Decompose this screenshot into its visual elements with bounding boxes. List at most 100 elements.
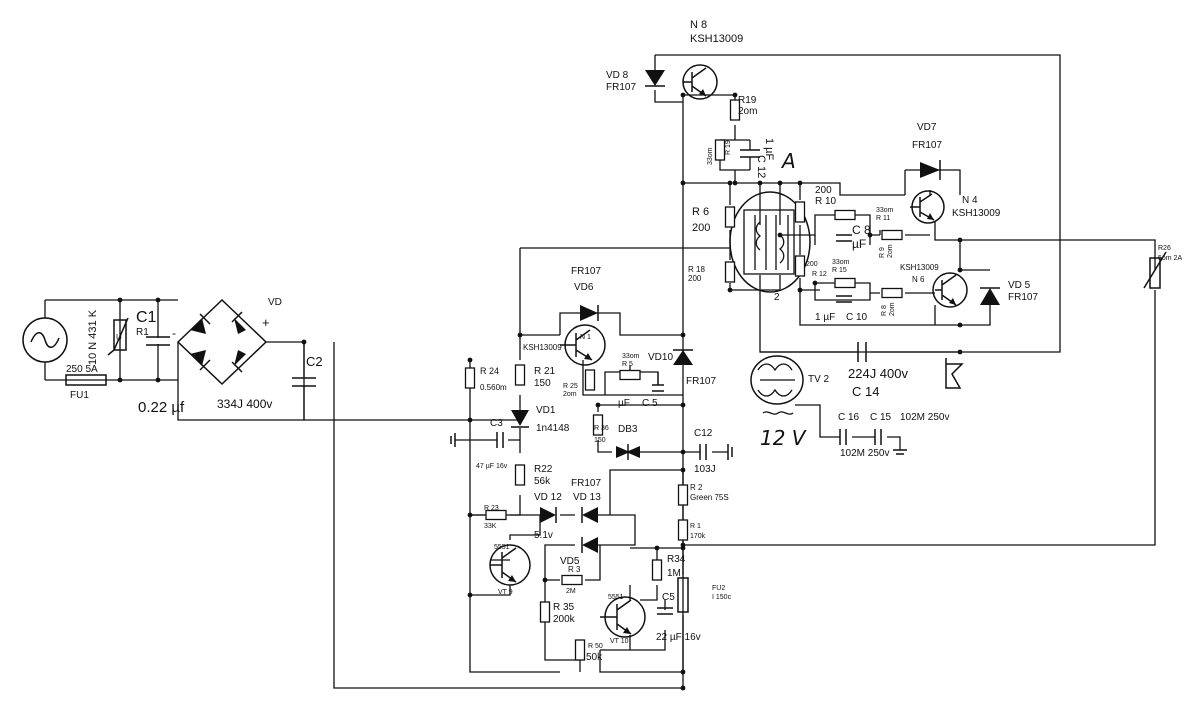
label-n1: N 1	[580, 334, 591, 341]
bridge-rectifier-symbol	[176, 298, 268, 386]
resistor-r1b-symbol	[677, 519, 689, 541]
capacitor-c1-symbol	[146, 336, 170, 346]
label-r34: R34	[667, 554, 686, 565]
transistor-n8-symbol	[682, 64, 718, 100]
label-r34-value: 1M	[667, 568, 681, 579]
diode-vd10-symbol	[673, 349, 693, 365]
label-r12-value: 200	[806, 261, 818, 268]
label-r15-value: 33om	[832, 259, 850, 266]
label-c10-value: 1 µF	[815, 312, 835, 323]
label-vd6: VD6	[574, 282, 594, 293]
transformer-core-symbol	[729, 191, 811, 293]
label-c12v: 1 µF	[763, 138, 775, 161]
label-r21-value: 150	[534, 378, 551, 389]
label-c16: C 16	[838, 412, 860, 423]
label-vd12: VD 12	[534, 492, 562, 503]
resistor-r11-symbol	[834, 209, 856, 221]
label-r1: R1	[136, 327, 149, 338]
resistor-r15-symbol	[834, 277, 856, 289]
label-r18-value: 200	[688, 274, 702, 283]
capacitor-c5-top-symbol	[652, 384, 664, 392]
diode-vd8-symbol	[645, 70, 665, 87]
transformer-tv2-symbol	[750, 355, 804, 415]
resistor-r24-symbol	[464, 367, 476, 389]
label-vd1: VD1	[536, 405, 556, 416]
resistor-r34-symbol	[651, 559, 663, 581]
label-r36: R 36	[594, 425, 609, 432]
label-fr-vd5-right: FR107	[1008, 292, 1038, 303]
resistor-r9-symbol	[881, 229, 903, 241]
label-r19: R19	[738, 95, 757, 106]
diac-db3-symbol	[616, 444, 640, 460]
label-r19b: R 19	[725, 140, 732, 155]
label-r3-value: 2M	[566, 588, 576, 595]
label-r19b-value: 33om	[707, 147, 714, 165]
transistor-vt9-symbol	[489, 544, 531, 586]
label-c8-value: µF	[852, 237, 866, 251]
label-r1b: R 1	[690, 523, 701, 530]
label-tick-2: 2	[774, 292, 780, 303]
label-c10: C 10	[846, 312, 868, 323]
label-r18: R 18	[688, 265, 705, 274]
label-r22-value: 56k	[534, 476, 551, 487]
capacitor-c2-symbol	[292, 360, 316, 420]
transistor-n6-symbol	[932, 272, 968, 308]
label-r8-value: 2om	[889, 302, 896, 316]
label-r26-value: 5om 2A	[1158, 255, 1182, 262]
label-vd8: VD 8	[606, 70, 629, 81]
resistor-r2-symbol	[677, 484, 689, 506]
label-c16-value: 102M 250v	[840, 448, 889, 459]
resistor-r21-symbol	[514, 364, 526, 386]
label-zener-voltage: 5.1v	[534, 530, 553, 541]
label-r25: R 25	[563, 383, 578, 390]
capacitor-c14-symbol	[857, 342, 867, 362]
fuse-fu2-symbol	[677, 577, 689, 613]
label-vd10: VD10	[648, 352, 673, 363]
label-varistor: 10 N 431 K	[87, 309, 99, 365]
resistor-r19b-symbol	[714, 139, 726, 161]
label-r23-value: 33K	[484, 523, 497, 530]
transistor-n1-symbol	[560, 324, 606, 366]
label-db3: DB3	[618, 424, 638, 435]
label-r50-value: 50k	[586, 652, 603, 663]
label-r24-value: 0.560m	[480, 383, 507, 392]
label-r12: R 12	[812, 271, 827, 278]
label-r36-value: 150	[594, 437, 606, 444]
ground-symbol-c12	[727, 444, 733, 460]
varistor-symbol	[107, 317, 129, 356]
label-tv2: TV 2	[808, 374, 830, 385]
label-r2: R 2	[690, 483, 703, 492]
label-r35: R 35	[553, 602, 575, 613]
label-n6: N 6	[912, 275, 925, 284]
label-vd: VD	[268, 297, 282, 308]
label-vt10: VT 10	[610, 638, 629, 645]
label-r19-value: 2om	[738, 106, 757, 117]
label-c3-value: 47 µF 16v	[476, 463, 508, 470]
label-c15: C 15	[870, 412, 892, 423]
label-ksh-n6: KSH13009	[900, 263, 939, 272]
label-r2-value: Green 75S	[690, 493, 729, 502]
label-fr-vd6: FR107	[571, 266, 601, 277]
resistor-r5-symbol	[619, 369, 641, 381]
label-vt10-code: 5551	[608, 594, 624, 601]
label-c2-value: 334J 400v	[217, 397, 272, 411]
label-c14: C 14	[852, 384, 879, 399]
resistor-r3-symbol	[561, 574, 583, 586]
label-fu2: FU2	[712, 585, 725, 592]
zener-vd12-symbol	[540, 507, 557, 523]
label-r11-value: 33om	[876, 207, 894, 214]
label-fuse: 250 5A	[66, 364, 98, 375]
label-c3: C3	[490, 418, 503, 429]
label-r15: R 15	[832, 267, 847, 274]
label-c5-top-value: µF	[618, 398, 630, 409]
diode-vd5-small-symbol	[581, 537, 598, 553]
label-fr-vd8: FR107	[606, 82, 636, 93]
label-r21: R 21	[534, 366, 556, 377]
capacitor-c12-symbol	[740, 140, 760, 170]
label-vd7: VD7	[917, 122, 937, 133]
label-vd5-small: VD5	[560, 556, 580, 567]
label-r35-value: 200k	[553, 614, 576, 625]
label-ksh-n1: KSH13009	[523, 343, 562, 352]
resistor-r18-symbol	[724, 261, 736, 283]
